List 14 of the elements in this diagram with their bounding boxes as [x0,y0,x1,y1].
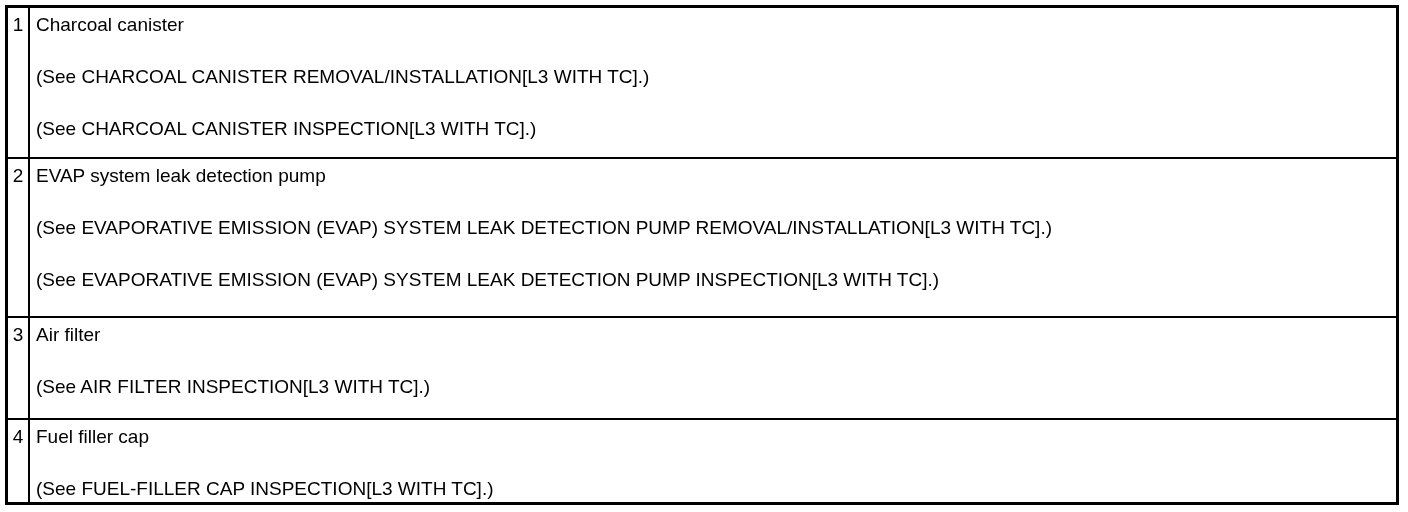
reference-note: (See AIR FILTER INSPECTION[L3 WITH TC].) [36,376,431,398]
row-number: 2 [12,165,24,187]
reference-note: (See EVAPORATIVE EMISSION (EVAP) SYSTEM LEAK DETECTION PUMP INSPECTION[L3 WITH TC].) [36,269,940,291]
part-name: EVAP system leak detection pump [36,165,326,187]
part-name: Charcoal canister [36,14,184,36]
reference-note: (See FUEL-FILLER CAP INSPECTION[L3 WITH TC].) [36,478,494,500]
row-number: 4 [12,426,24,448]
part-name: Fuel filler cap [36,426,149,448]
reference-note: (See CHARCOAL CANISTER INSPECTION[L3 WITH TC].) [36,118,537,140]
part-name: Air filter [36,324,101,346]
row-number: 1 [12,14,24,36]
row-number: 3 [12,324,24,346]
reference-note: (See EVAPORATIVE EMISSION (EVAP) SYSTEM LEAK DETECTION PUMP REMOVAL/INSTALLATION[L3 WITH TC].) [36,217,1052,239]
reference-note: (See CHARCOAL CANISTER REMOVAL/INSTALLATION[L3 WITH TC].) [36,66,650,88]
